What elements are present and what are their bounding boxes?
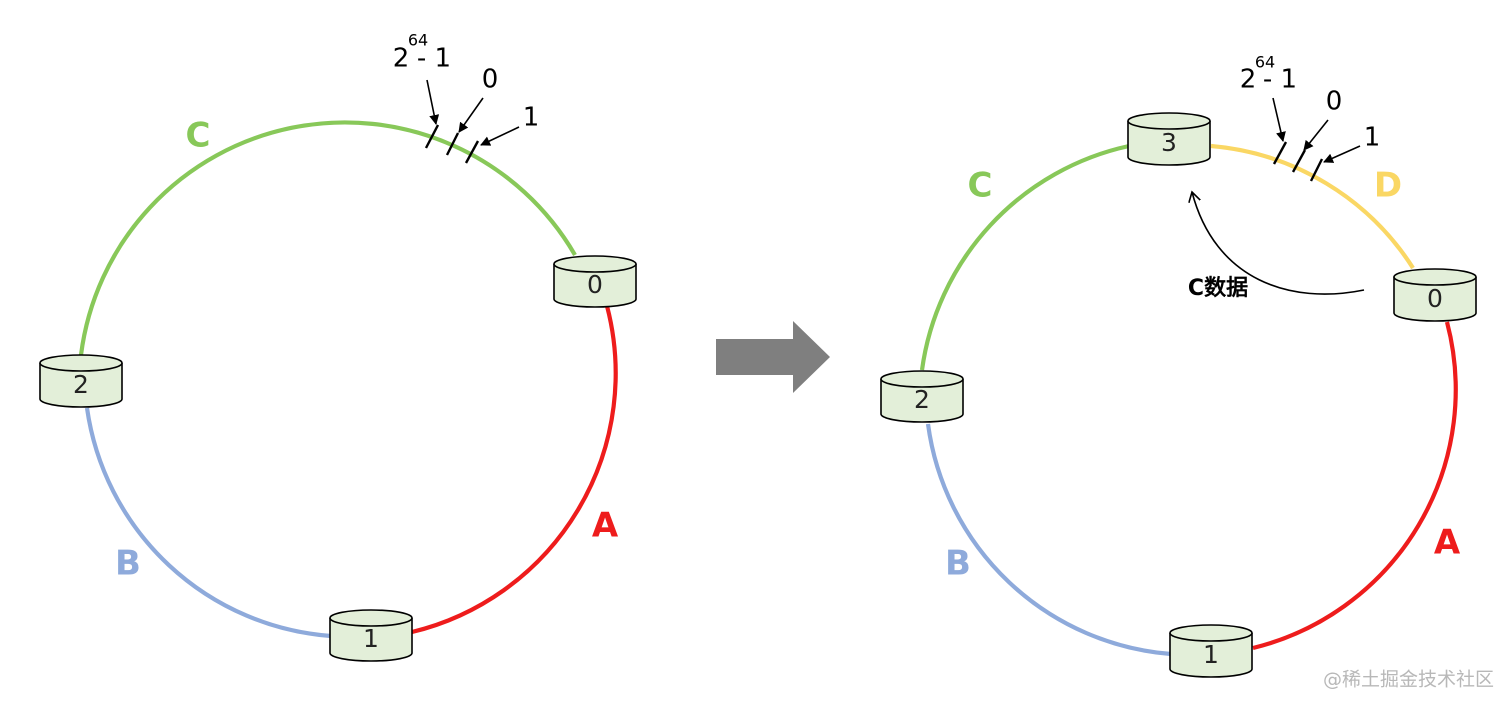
migration-label: C数据 bbox=[1188, 275, 1248, 301]
right-seg-d: D bbox=[1374, 166, 1402, 206]
left-node-1: 1 bbox=[329, 609, 413, 662]
left-arc-a bbox=[411, 305, 618, 635]
right-arrow-icon bbox=[716, 321, 830, 393]
right-arc-c bbox=[919, 143, 1130, 371]
left-pos-zero: 0 bbox=[482, 65, 499, 95]
migration-arrow bbox=[1192, 192, 1365, 295]
right-arc-d bbox=[1210, 143, 1415, 270]
right-tick-one bbox=[1309, 158, 1324, 182]
right-seg-c: C bbox=[968, 166, 993, 206]
right-tick-zero bbox=[1291, 149, 1307, 173]
right-pointer-one bbox=[1323, 145, 1361, 163]
right-pos-max-rest: - 1 bbox=[1263, 65, 1297, 95]
right-node-2: 2 bbox=[880, 370, 964, 423]
left-pos-max-exp: 64 bbox=[408, 31, 428, 50]
right-node-0-label: 0 bbox=[1427, 284, 1443, 313]
left-ring: 2 64 - 1 0 1 C A B 0 2 1 bbox=[39, 31, 637, 662]
right-seg-a: A bbox=[1434, 523, 1461, 563]
left-node-2: 2 bbox=[39, 354, 123, 408]
right-arc-a bbox=[1252, 321, 1458, 651]
left-node-1-label: 1 bbox=[363, 624, 379, 653]
right-ring: 2 64 - 1 0 1 C D A B C数据 3 0 2 bbox=[880, 53, 1477, 678]
left-tick-one bbox=[464, 140, 480, 164]
right-pointer-zero bbox=[1303, 119, 1329, 151]
left-pos-max-rest: - 1 bbox=[417, 44, 451, 74]
right-pointer-max bbox=[1272, 97, 1286, 142]
right-pos-one: 1 bbox=[1364, 123, 1381, 153]
right-node-2-label: 2 bbox=[914, 385, 930, 414]
right-node-0: 0 bbox=[1393, 268, 1477, 322]
watermark: @稀土掘金技术社区 bbox=[1323, 669, 1494, 691]
left-pos-one: 1 bbox=[523, 103, 540, 133]
right-tick-max bbox=[1272, 141, 1288, 165]
left-seg-c: C bbox=[186, 116, 211, 156]
left-pos-max-base: 2 bbox=[393, 44, 410, 74]
left-pointer-one bbox=[480, 126, 520, 146]
right-node-1-label: 1 bbox=[1203, 640, 1219, 669]
right-pos-zero: 0 bbox=[1326, 87, 1343, 117]
left-arc-b bbox=[84, 407, 332, 639]
left-node-2-label: 2 bbox=[73, 370, 89, 399]
right-arc-b bbox=[925, 423, 1172, 657]
right-pos-max-exp: 64 bbox=[1255, 53, 1275, 72]
left-arc-c bbox=[78, 120, 577, 356]
left-seg-a: A bbox=[592, 506, 619, 546]
left-seg-b: B bbox=[115, 544, 141, 584]
right-node-3: 3 bbox=[1127, 112, 1211, 166]
left-tick-max bbox=[424, 124, 440, 149]
left-pointer-zero bbox=[458, 97, 484, 133]
right-seg-b: B bbox=[945, 544, 971, 584]
left-node-0: 0 bbox=[553, 255, 637, 308]
right-node-1: 1 bbox=[1169, 624, 1253, 678]
left-node-0-label: 0 bbox=[587, 270, 603, 299]
left-pointer-max bbox=[426, 79, 440, 125]
right-node-3-label: 3 bbox=[1161, 128, 1177, 157]
right-pos-max-base: 2 bbox=[1240, 65, 1257, 95]
left-tick-zero bbox=[445, 132, 460, 156]
